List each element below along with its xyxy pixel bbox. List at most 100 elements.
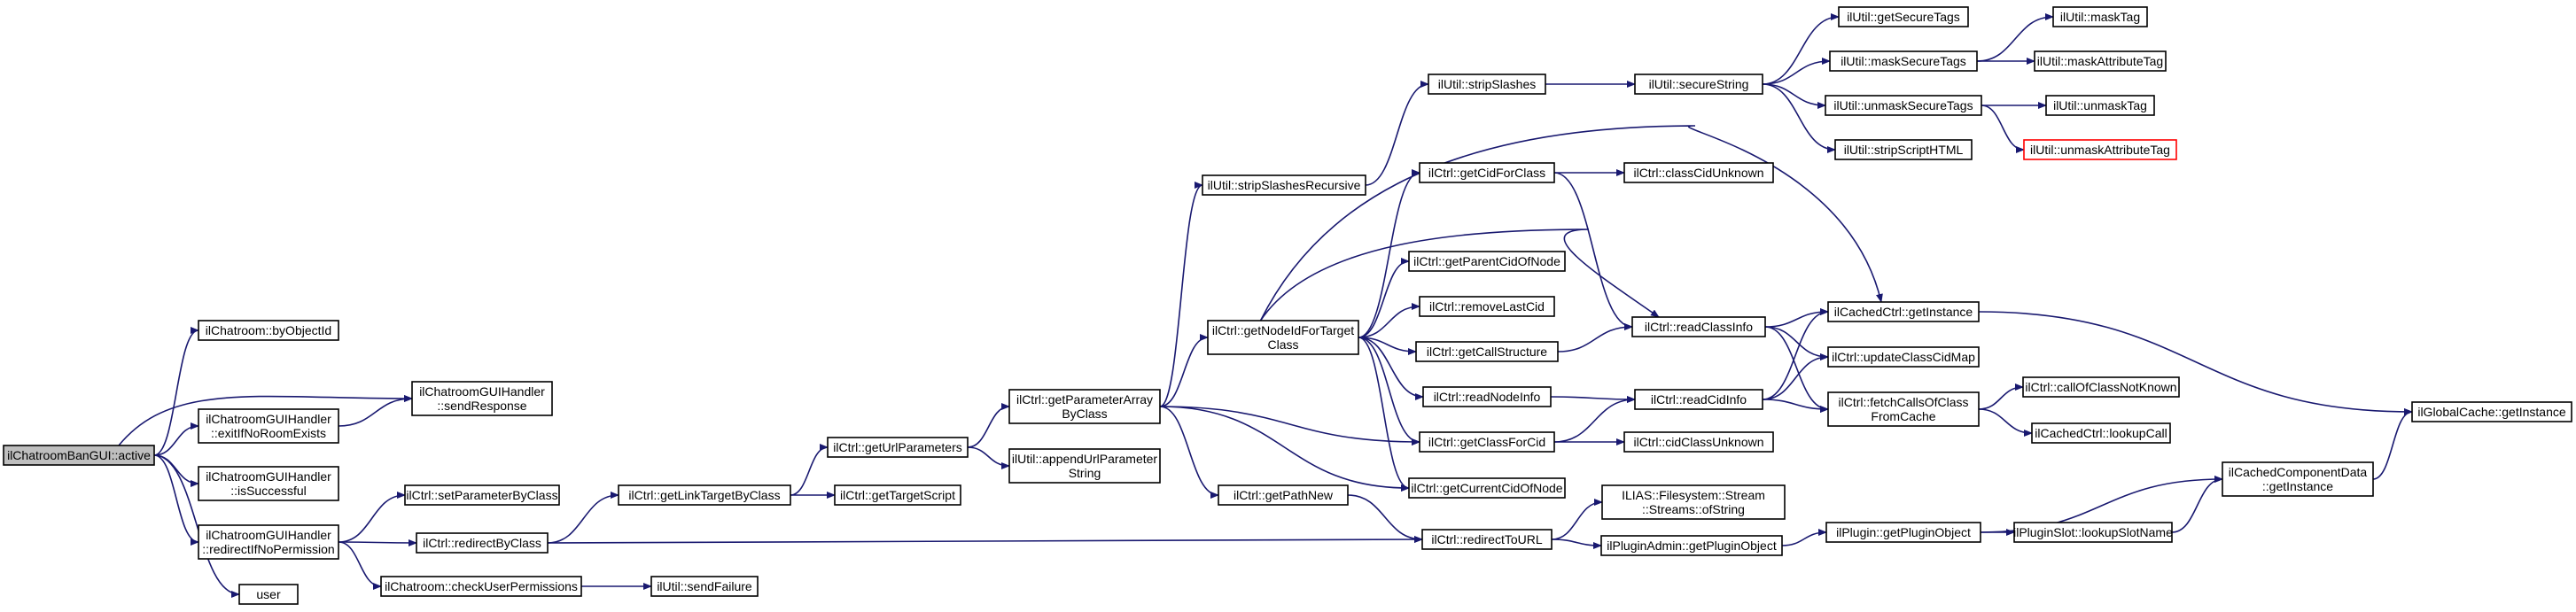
node-box [1408,477,1566,499]
node-label: ilChatroomGUIHandler [206,528,331,542]
node-label: ilPlugin::getPluginObject [1836,525,1971,539]
node-get-link-target-by-class[interactable]: ilCtrl::getLinkTargetByClass [618,484,791,506]
node-get-call-structure[interactable]: ilCtrl::getCallStructure [1415,341,1559,362]
node-send-response[interactable]: ilChatroomGUIHandler::sendResponse [411,381,553,416]
node-of-string[interactable]: ILIAS::Filesystem::Stream::Streams::ofSt… [1601,484,1786,520]
node-label: ilChatroomGUIHandler [419,384,545,399]
node-box [3,445,155,466]
node-redirect-to-u-r-l[interactable]: ilCtrl::redirectToURL [1421,529,1553,550]
call-edge [1365,81,1429,186]
call-edge [967,403,1010,448]
node-unmask-tag[interactable]: ilUtil::unmaskTag [2045,95,2155,116]
node-box [2411,401,2572,422]
node-label: ilCtrl::readClassInfo [1645,320,1753,334]
node-read-class-info[interactable]: ilCtrl::readClassInfo [1631,316,1766,337]
node-unmask-secure-tags[interactable]: ilUtil::unmaskSecureTags [1825,95,1982,116]
node-label: ::redirectIfNoPermission [202,542,334,556]
node-label: ilCtrl::readCidInfo [1651,392,1747,407]
node-label: ilUtil::maskTag [2060,10,2140,24]
node-check-user-permissions[interactable]: ilChatroom::checkUserPermissions [380,576,582,597]
node-box [416,532,549,554]
call-edge [1358,169,1420,338]
node-strip-slashes[interactable]: ilUtil::stripSlashes [1428,74,1546,95]
node-label: ilCtrl::cidClassUnknown [1633,435,1763,449]
call-edge [1259,125,1883,321]
call-edge [1978,311,2413,415]
node-cached-component-data-get-instance[interactable]: ilCachedComponentData::getInstance [2222,461,2374,497]
node-send-failure[interactable]: ilUtil::sendFailure [650,576,759,597]
node-get-path-new[interactable]: ilCtrl::getPathNew [1218,484,1349,506]
node-box [198,466,339,501]
node-set-parameter-by-class[interactable]: ilCtrl::setParameterByClass [404,484,560,506]
node-get-plugin-object-admin[interactable]: ilPluginAdmin::getPluginObject [1600,535,1783,556]
call-edge [1978,383,2024,410]
node-read-cid-info[interactable]: ilCtrl::readCidInfo [1634,389,1763,410]
node-redirect-if-no-permission[interactable]: ilChatroomGUIHandler::redirectIfNoPermis… [198,524,339,560]
node-box [1838,6,1969,27]
node-label: ILIAS::Filesystem::Stream [1622,488,1765,502]
node-box [1422,386,1552,407]
node-box [1623,431,1774,453]
node-by-object-id[interactable]: ilChatroom::byObjectId [198,320,339,341]
node-box [1419,162,1555,183]
node-box [2052,6,2148,27]
node-box [1419,296,1555,317]
node-box [1415,341,1559,362]
call-edges [118,13,2413,598]
node-box [1631,316,1766,337]
node-get-url-parameters[interactable]: ilCtrl::getUrlParameters [827,437,969,458]
node-is-successful[interactable]: ilChatroomGUIHandler::isSuccessful [198,466,339,501]
node-cached-ctrl-get-instance[interactable]: ilCachedCtrl::getInstance [1827,301,1980,322]
node-remove-last-cid[interactable]: ilCtrl::removeLastCid [1419,296,1555,317]
node-label: ilCtrl::getLinkTargetByClass [628,488,780,502]
node-get-cid-for-class[interactable]: ilCtrl::getCidForClass [1419,162,1555,183]
node-label: ilUtil::stripSlashesRecursive [1208,178,1361,192]
node-box [1419,431,1555,453]
node-mask-tag[interactable]: ilUtil::maskTag [2052,6,2148,27]
call-edge [1762,353,1829,400]
node-global-cache-get-instance[interactable]: ilGlobalCache::getInstance [2411,401,2572,422]
call-edge [1553,396,1636,443]
node-label: ilCtrl::fetchCallsOfClass [1838,395,1968,409]
node-get-target-script[interactable]: ilCtrl::getTargetScript [834,484,961,506]
call-edge [1358,337,1420,445]
node-read-node-info[interactable]: ilCtrl::readNodeInfo [1422,386,1552,407]
node-box [834,484,961,506]
node-box [380,576,582,597]
node-exit-if-no-room-exists[interactable]: ilChatroomGUIHandler::exitIfNoRoomExists [198,408,339,444]
node-unmask-attribute-tag[interactable]: ilUtil::unmaskAttributeTag [2023,139,2177,160]
call-edge [1159,406,1219,499]
node-call-of-class-not-known[interactable]: ilCtrl::callOfClassNotKnown [2022,376,2180,398]
node-cid-class-unknown[interactable]: ilCtrl::cidClassUnknown [1623,431,1774,453]
node-strip-slashes-recursive[interactable]: ilUtil::stripSlashesRecursive [1202,174,1366,196]
node-get-current-cid-of-node[interactable]: ilCtrl::getCurrentCidOfNode [1408,477,1566,499]
node-secure-string[interactable]: ilUtil::secureString [1634,74,1763,95]
node-label: ::isSuccessful [230,484,307,498]
node-class-cid-unknown[interactable]: ilCtrl::classCidUnknown [1623,162,1774,183]
node-mask-attribute-tag[interactable]: ilUtil::maskAttributeTag [2034,50,2167,72]
node-label: ilCtrl::readNodeInfo [1434,390,1541,404]
node-box [1601,484,1786,520]
node-get-plugin-object[interactable]: ilPlugin::getPluginObject [1825,522,1981,543]
node-user[interactable]: user [238,584,299,605]
node-redirect-by-class[interactable]: ilCtrl::redirectByClass [416,532,549,554]
node-get-secure-tags[interactable]: ilUtil::getSecureTags [1838,6,1969,27]
node-box [198,524,339,560]
node-strip-script-h-t-m-l[interactable]: ilUtil::stripScriptHTML [1834,139,1973,160]
node-lookup-call[interactable]: ilCachedCtrl::lookupCall [2031,422,2171,444]
node-lookup-slot-name[interactable]: ilPluginSlot::lookupSlotName [2013,522,2173,543]
node-box [1834,139,1973,160]
node-update-class-cid-map[interactable]: ilCtrl::updateClassCidMap [1827,346,1980,368]
call-edge [1981,105,2025,153]
call-edge [1762,58,1831,85]
node-label: ilUtil::unmaskSecureTags [1833,98,1973,112]
call-edge [338,538,417,546]
node-get-parent-cid-of-node[interactable]: ilCtrl::getParentCidOfNode [1408,251,1566,272]
node-label: ilUtil::stripScriptHTML [1844,143,1964,157]
node-mask-secure-tags[interactable]: ilUtil::maskSecureTags [1829,50,1978,72]
node-get-class-for-cid[interactable]: ilCtrl::getClassForCid [1419,431,1555,453]
